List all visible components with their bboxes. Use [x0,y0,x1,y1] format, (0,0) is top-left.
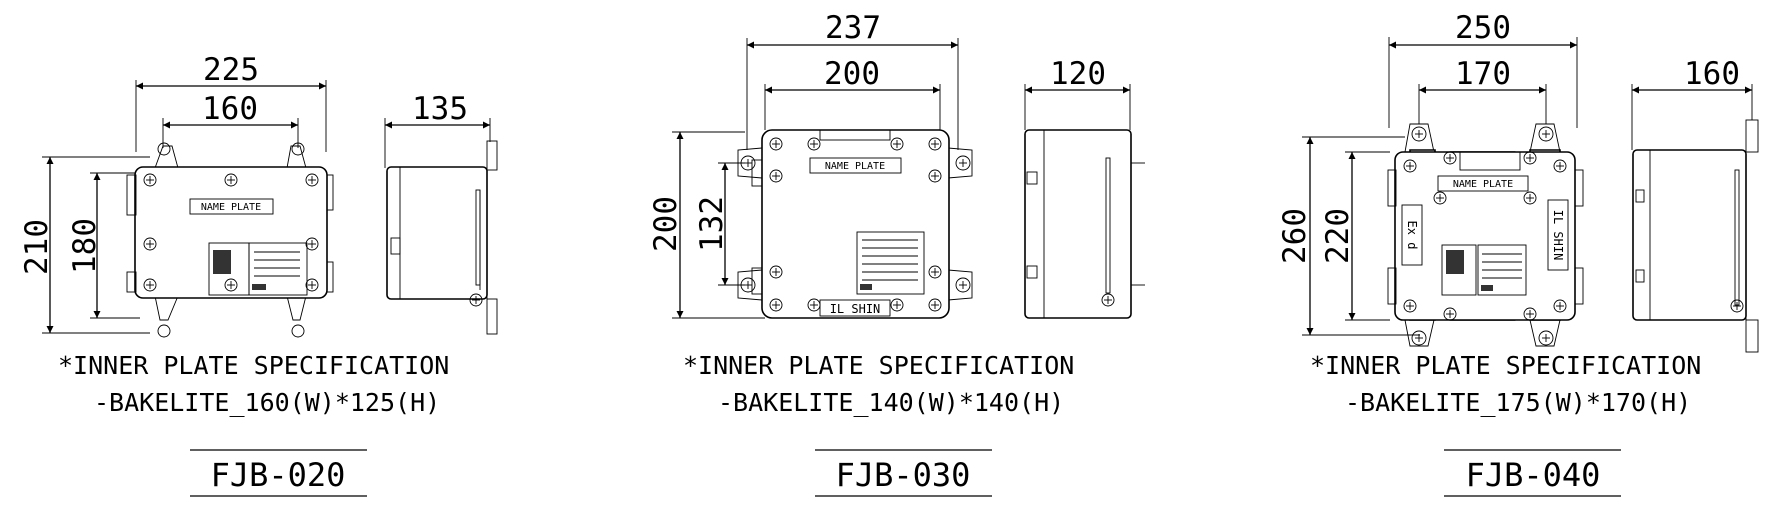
fjb-040-height-inner-dim: 220 [1320,208,1356,264]
fjb-020-inner-plate-labels [208,242,308,296]
fjb-040-height-outer-dim: 260 [1277,208,1313,264]
fjb-030-name-plate: NAME PLATE [825,161,885,172]
fjb-040-name-plate: NAME PLATE [1453,179,1513,190]
fjb-020-spec-line1: *INNER PLATE SPECIFICATION [58,351,449,380]
fjb-030-drawing: 237 200 200 132 [648,10,1145,497]
fjb-030-spec-line2: -BAKELITE_140(W)*140(H) [718,388,1064,417]
fjb-030-spec-line1: *INNER PLATE SPECIFICATION [683,351,1074,380]
fjb-040-side-right-label: IL SHIN [1551,210,1565,261]
fjb-030-side-view: 120 [1024,56,1145,319]
fjb-030-inner-plate-label [856,231,925,295]
fjb-030-brand-plate: IL SHIN [830,302,881,316]
fjb-030-height-outer-dim: 200 [648,196,684,252]
fjb-040-drawing: 250 170 260 220 [1277,10,1759,497]
fjb-020-height-outer-dim: 210 [19,219,55,275]
fjb-030-model-title: FJB-030 [836,456,971,494]
fjb-020-depth-dim: 135 [412,91,468,127]
fjb-040-width-outer-dim: 250 [1455,10,1511,46]
fjb-040-side-left-label: Ex d [1405,221,1419,250]
fjb-020-drawing: 225 160 210 180 [19,52,498,497]
fjb-040-depth-dim: 160 [1684,56,1740,92]
fjb-020-model-title: FJB-020 [211,456,346,494]
fjb-040-model-title: FJB-040 [1466,456,1601,494]
fjb-030-height-inner-dim: 132 [694,196,730,252]
fjb-040-width-inner-dim: 170 [1455,56,1511,92]
fjb-040-side-view: 160 [1631,56,1759,353]
fjb-030-depth-dim: 120 [1050,56,1106,92]
fjb-020-side-view: 135 [384,91,498,335]
fjb-030-width-inner-dim: 200 [824,56,880,92]
fjb-020-name-plate: NAME PLATE [201,202,261,213]
fjb-030-front-view: NAME PLATE IL SHIN [737,129,973,319]
fjb-020-front-view: NAME PLATE [126,142,334,338]
fjb-020-height-inner-dim: 180 [67,218,103,274]
fjb-040-spec-line2: -BAKELITE_175(W)*170(H) [1345,388,1691,417]
fjb-020-width-outer-dim: 225 [203,52,259,88]
fjb-020-width-inner-dim: 160 [202,91,258,127]
fjb-020-spec-line2: -BAKELITE_160(W)*125(H) [94,388,440,417]
fjb-040-front-view: NAME PLATE Ex d IL SHIN [1387,123,1584,347]
fjb-040-spec-line1: *INNER PLATE SPECIFICATION [1310,351,1701,380]
fjb-030-width-outer-dim: 237 [825,10,881,46]
fjb-040-inner-plate-labels [1441,244,1527,296]
